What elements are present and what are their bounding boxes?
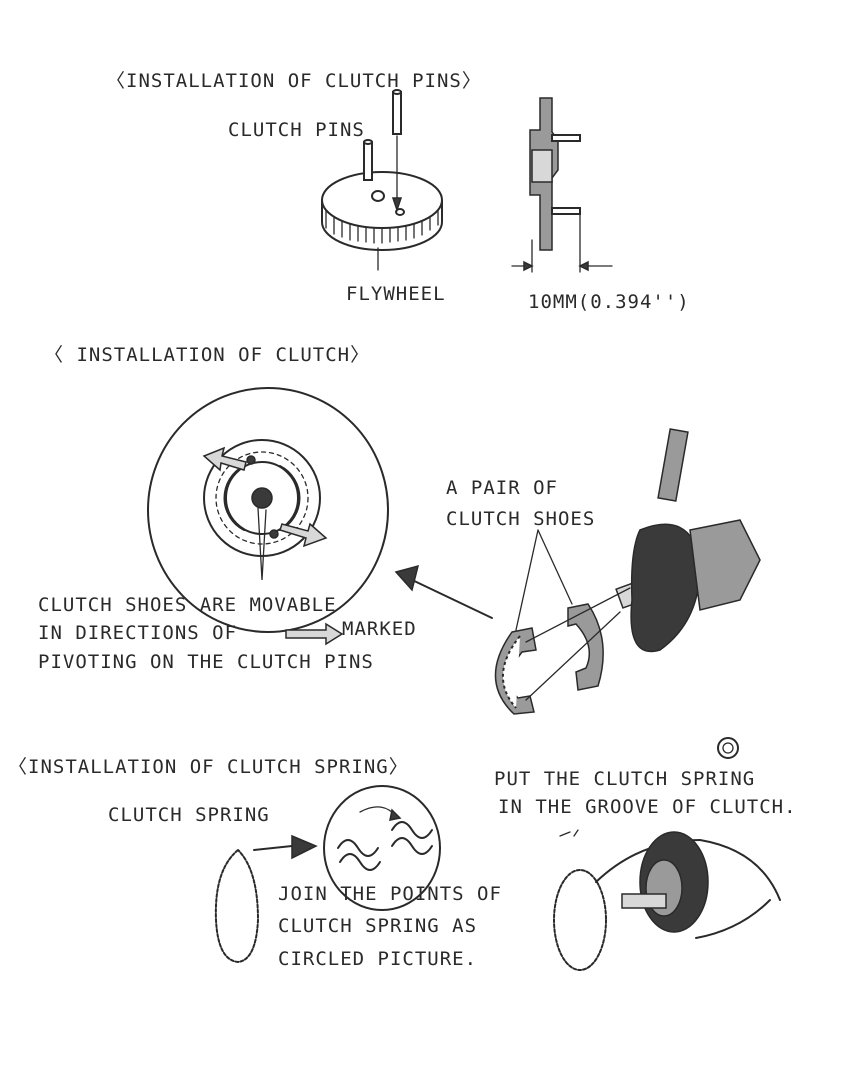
flywheel-cross-section: [511, 97, 613, 273]
join-points-line2: CLUTCH SPRING AS: [278, 915, 478, 937]
clutch-exploded-view: [494, 428, 761, 715]
join-points-line1: JOIN THE POINTS OF: [278, 883, 502, 905]
clutch-pins-label: CLUTCH PINS: [228, 119, 365, 141]
pointer-arrow: [394, 564, 493, 619]
dimension-label: 10MM(0.394''): [528, 291, 690, 313]
spring-join-circle: [323, 785, 441, 911]
marked-arrow-symbol: [285, 622, 344, 646]
section-title-clutch: 〈 INSTALLATION OF CLUTCH〉: [44, 344, 371, 366]
clutch-circle-detail: [147, 387, 389, 633]
put-spring-line1: PUT THE CLUTCH SPRING: [494, 768, 756, 790]
shoes-note-line2a: IN DIRECTIONS OF: [38, 622, 238, 644]
spring-to-circle-arrow: [253, 834, 318, 860]
shoes-note-line1: CLUTCH SHOES ARE MOVABLE: [38, 594, 337, 616]
pair-of-shoes-label-line1: A PAIR OF: [446, 477, 558, 499]
spring-in-groove-drawing: [553, 829, 781, 971]
clutch-spring-loop: [214, 849, 259, 963]
shoes-note-line2b: MARKED: [342, 618, 417, 640]
clutch-spring-label: CLUTCH SPRING: [108, 804, 270, 826]
section-title-clutch-spring: 〈INSTALLATION OF CLUTCH SPRING〉: [8, 756, 409, 778]
pair-of-shoes-label-line2: CLUTCH SHOES: [446, 508, 596, 530]
shoes-note-line3: PIVOTING ON THE CLUTCH PINS: [38, 651, 374, 673]
put-spring-line2: IN THE GROOVE OF CLUTCH.: [498, 796, 797, 818]
flywheel-drawing: [321, 89, 443, 271]
sticker-dots: [717, 737, 739, 759]
join-points-line3: CIRCLED PICTURE.: [278, 948, 478, 970]
section-title-clutch-pins: 〈INSTALLATION OF CLUTCH PINS〉: [106, 70, 482, 92]
flywheel-label: FLYWHEEL: [346, 283, 446, 305]
